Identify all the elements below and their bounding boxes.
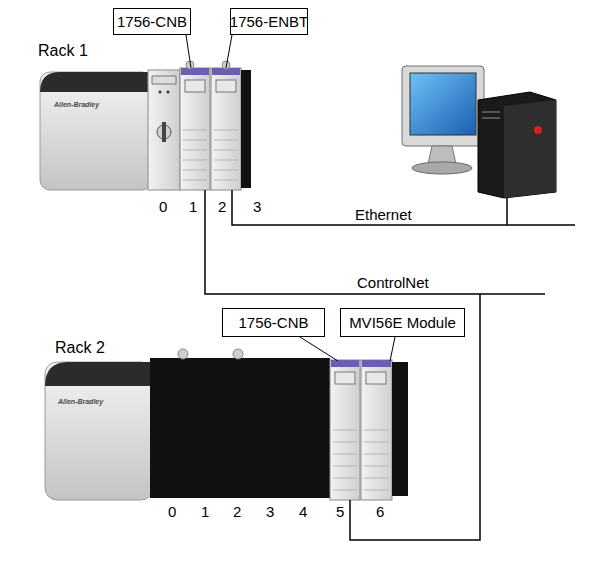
rack-title: Rack 1: [38, 42, 88, 60]
callout-box: MVI56E Module: [340, 308, 465, 337]
power-supply: [45, 362, 153, 500]
power-supply-top: [40, 72, 152, 92]
slot-number: 5: [336, 503, 344, 520]
module-label: [181, 68, 209, 75]
controlnet-cable: [205, 190, 480, 540]
processor-module: [148, 70, 180, 190]
monitor-screen: [410, 73, 476, 135]
brand-logo: Allen-Bradley: [54, 101, 99, 108]
leader-line: [390, 337, 395, 361]
chassis-rack: Rack 1: [40, 68, 251, 190]
network-label: Ethernet: [355, 206, 412, 223]
key-switch: [162, 122, 166, 142]
callout-box: 1756-CNB: [222, 308, 325, 337]
slot-number: 0: [168, 503, 176, 520]
leader-line: [186, 35, 191, 68]
status-led: [159, 91, 162, 94]
module-ribs: [333, 430, 389, 490]
power-supply-top: [45, 362, 153, 386]
slot-number: 1: [201, 503, 209, 520]
module-display: [152, 76, 176, 84]
status-led: [167, 91, 170, 94]
slot-number: 3: [266, 503, 274, 520]
power-supply: [40, 72, 152, 190]
slot-number: 3: [253, 198, 261, 215]
slot-number: 4: [299, 503, 307, 520]
module-ribs: [183, 130, 238, 180]
chassis-tab: [233, 349, 243, 359]
leader-line: [300, 337, 338, 361]
enbt-module: [211, 68, 241, 190]
power-button: [534, 126, 542, 134]
callout-text: 1756-CNB: [238, 314, 308, 331]
monitor-base: [412, 162, 472, 174]
pc-tower: [478, 92, 556, 198]
network-label: ControlNet: [357, 274, 429, 291]
brand-logo: Allen-Bradley: [58, 398, 103, 405]
callout-text: MVI56E Module: [349, 314, 456, 331]
callout-text: 1756-ENBT: [230, 13, 308, 30]
monitor-stand: [428, 146, 456, 164]
module-label: [362, 360, 391, 367]
module-label: [331, 360, 359, 367]
rack-title: Rack 2: [55, 339, 105, 357]
slot-number: 6: [376, 503, 384, 520]
module-display: [185, 80, 205, 92]
end-cap: [392, 362, 408, 496]
slot-number: 0: [159, 198, 167, 215]
module-display: [216, 80, 236, 92]
controlnet-trunk: [480, 293, 545, 295]
slot-number: 1: [189, 198, 197, 215]
slot-number: 2: [233, 503, 241, 520]
cnb-module: [180, 68, 210, 190]
leader-line: [226, 35, 232, 68]
ethernet-cable: [506, 195, 508, 225]
callout-box: 1756-ENBT: [230, 8, 308, 35]
module-display: [366, 372, 386, 384]
callout-box: 1756-CNB: [113, 8, 191, 35]
module-display: [335, 372, 355, 384]
pc-tower-side: [504, 100, 556, 198]
monitor: [402, 66, 484, 146]
drive-bay: [482, 112, 500, 118]
chassis-tab: [178, 349, 188, 359]
slot-number: 2: [218, 198, 226, 215]
chassis-rack: Rack 2: [45, 355, 410, 500]
callout-text: 1756-CNB: [117, 13, 187, 30]
empty-slot: [241, 70, 251, 188]
empty-slots: [150, 358, 330, 498]
